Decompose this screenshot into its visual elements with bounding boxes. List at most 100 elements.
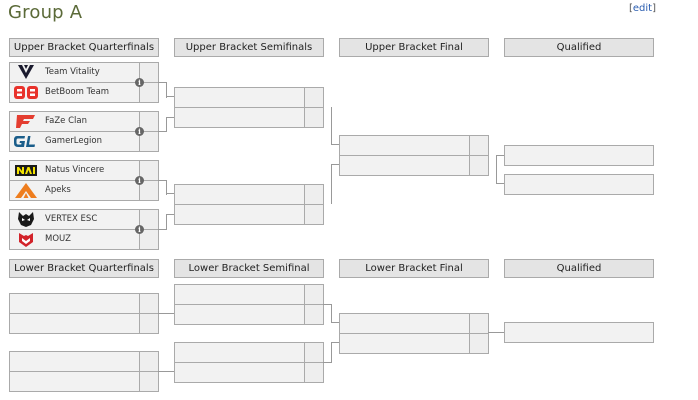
bracket-connector xyxy=(158,117,167,132)
qualified-slot[interactable] xyxy=(504,322,654,343)
lower-quarterfinal-slot[interactable] xyxy=(9,351,159,372)
score-cell xyxy=(304,343,323,362)
score-cell xyxy=(304,108,323,127)
mouz-logo-icon xyxy=(19,233,33,247)
upper-final-slot[interactable] xyxy=(339,135,489,156)
upper-semifinal-slot[interactable] xyxy=(174,87,324,108)
bracket-connector xyxy=(331,322,339,323)
team-name: FaZe Clan xyxy=(45,116,87,126)
header-upper-semifinals: Upper Bracket Semifinals xyxy=(174,38,324,57)
lower-quarterfinal-slot[interactable] xyxy=(9,293,159,314)
bracket-connector xyxy=(331,342,339,343)
lower-quarterfinal-slot[interactable] xyxy=(9,313,159,334)
betboom-logo-icon xyxy=(14,86,38,99)
score-cell xyxy=(139,230,158,249)
faze-logo-icon xyxy=(16,115,35,128)
score-cell xyxy=(304,305,323,324)
bracket-connector xyxy=(166,193,174,194)
score-cell xyxy=(304,363,323,382)
bracket-connector xyxy=(158,214,167,230)
bracket-connector xyxy=(496,183,504,184)
upper-semifinal-slot[interactable] xyxy=(174,184,324,205)
team-slot-betboom[interactable]: BetBoom Team xyxy=(9,82,159,103)
vertex-logo-icon xyxy=(18,212,34,227)
score-cell xyxy=(139,83,158,102)
bracket-connector xyxy=(166,96,174,97)
group-title: Group A xyxy=(8,2,83,23)
bracket-connector xyxy=(323,342,332,363)
score-cell xyxy=(139,372,158,391)
bracket-connector xyxy=(331,164,339,165)
bracket-connector xyxy=(323,164,332,204)
score-cell xyxy=(139,294,158,313)
team-slot-apeks[interactable]: Apeks xyxy=(9,180,159,201)
bracket-connector xyxy=(496,155,504,156)
team-slot-mouz[interactable]: MOUZ xyxy=(9,229,159,250)
header-upper-quarterfinals: Upper Bracket Quarterfinals xyxy=(9,38,159,57)
upper-final-slot[interactable] xyxy=(339,155,489,176)
bracket-connector xyxy=(166,214,174,215)
score-cell xyxy=(304,88,323,107)
header-lower-final: Lower Bracket Final xyxy=(339,259,489,278)
match-info-icon[interactable]: i xyxy=(135,127,144,136)
bracket-connector xyxy=(158,82,167,98)
score-cell xyxy=(469,136,488,155)
qualified-slot[interactable] xyxy=(504,145,654,166)
match-info-icon[interactable]: i xyxy=(135,176,144,185)
lower-final-slot[interactable] xyxy=(339,313,489,334)
score-cell xyxy=(304,185,323,204)
header-lower-semifinal: Lower Bracket Semifinal xyxy=(174,259,324,278)
apeks-logo-icon xyxy=(15,183,37,198)
bracket-connector xyxy=(158,371,174,372)
team-name: Team Vitality xyxy=(45,67,100,77)
qualified-slot[interactable] xyxy=(504,174,654,195)
lower-semifinal-slot[interactable] xyxy=(174,284,324,305)
team-slot-vertex[interactable]: VERTEX ESC xyxy=(9,209,159,230)
upper-semifinal-slot[interactable] xyxy=(174,204,324,225)
score-cell xyxy=(139,161,158,180)
lower-quarterfinal-slot[interactable] xyxy=(9,371,159,392)
header-qualified-lower: Qualified xyxy=(504,259,654,278)
score-cell xyxy=(139,112,158,131)
bracket-connector xyxy=(488,332,504,333)
lower-final-slot[interactable] xyxy=(339,333,489,354)
bracket-connector xyxy=(331,144,339,145)
header-lower-quarterfinals: Lower Bracket Quarterfinals xyxy=(9,259,159,278)
bracket-connector xyxy=(158,313,174,314)
lower-semifinal-slot[interactable] xyxy=(174,342,324,363)
score-cell xyxy=(139,210,158,229)
score-cell xyxy=(469,314,488,333)
gamerlegion-logo-icon xyxy=(14,136,35,147)
score-cell xyxy=(304,285,323,304)
score-cell xyxy=(139,63,158,82)
match-info-icon[interactable]: i xyxy=(135,225,144,234)
vitality-logo-icon xyxy=(18,65,34,79)
bracket-connector xyxy=(323,304,332,323)
navi-logo-icon xyxy=(15,165,37,176)
score-cell xyxy=(469,334,488,353)
lower-semifinal-slot[interactable] xyxy=(174,304,324,325)
upper-semifinal-slot[interactable] xyxy=(174,107,324,128)
edit-link[interactable]: edit xyxy=(632,3,653,14)
team-name: GamerLegion xyxy=(45,136,102,146)
edit-link-wrapper: [edit] xyxy=(628,3,656,14)
team-name: BetBoom Team xyxy=(45,87,110,97)
team-name: Natus Vincere xyxy=(45,165,105,175)
bracket-connector xyxy=(323,107,332,144)
bracket-connector xyxy=(166,117,174,118)
score-cell xyxy=(139,314,158,333)
team-name: MOUZ xyxy=(45,234,71,244)
header-upper-final: Upper Bracket Final xyxy=(339,38,489,57)
header-qualified-upper: Qualified xyxy=(504,38,654,57)
team-slot-faze[interactable]: FaZe Clan xyxy=(9,111,159,132)
team-name: VERTEX ESC xyxy=(45,214,98,224)
match-info-icon[interactable]: i xyxy=(135,78,144,87)
team-name: Apeks xyxy=(45,185,71,195)
score-cell xyxy=(139,352,158,371)
score-cell xyxy=(139,132,158,151)
bracket-connector xyxy=(158,180,167,195)
score-cell xyxy=(469,156,488,175)
lower-semifinal-slot[interactable] xyxy=(174,362,324,383)
team-slot-gamerlegion[interactable]: GamerLegion xyxy=(9,131,159,152)
score-cell xyxy=(139,181,158,200)
